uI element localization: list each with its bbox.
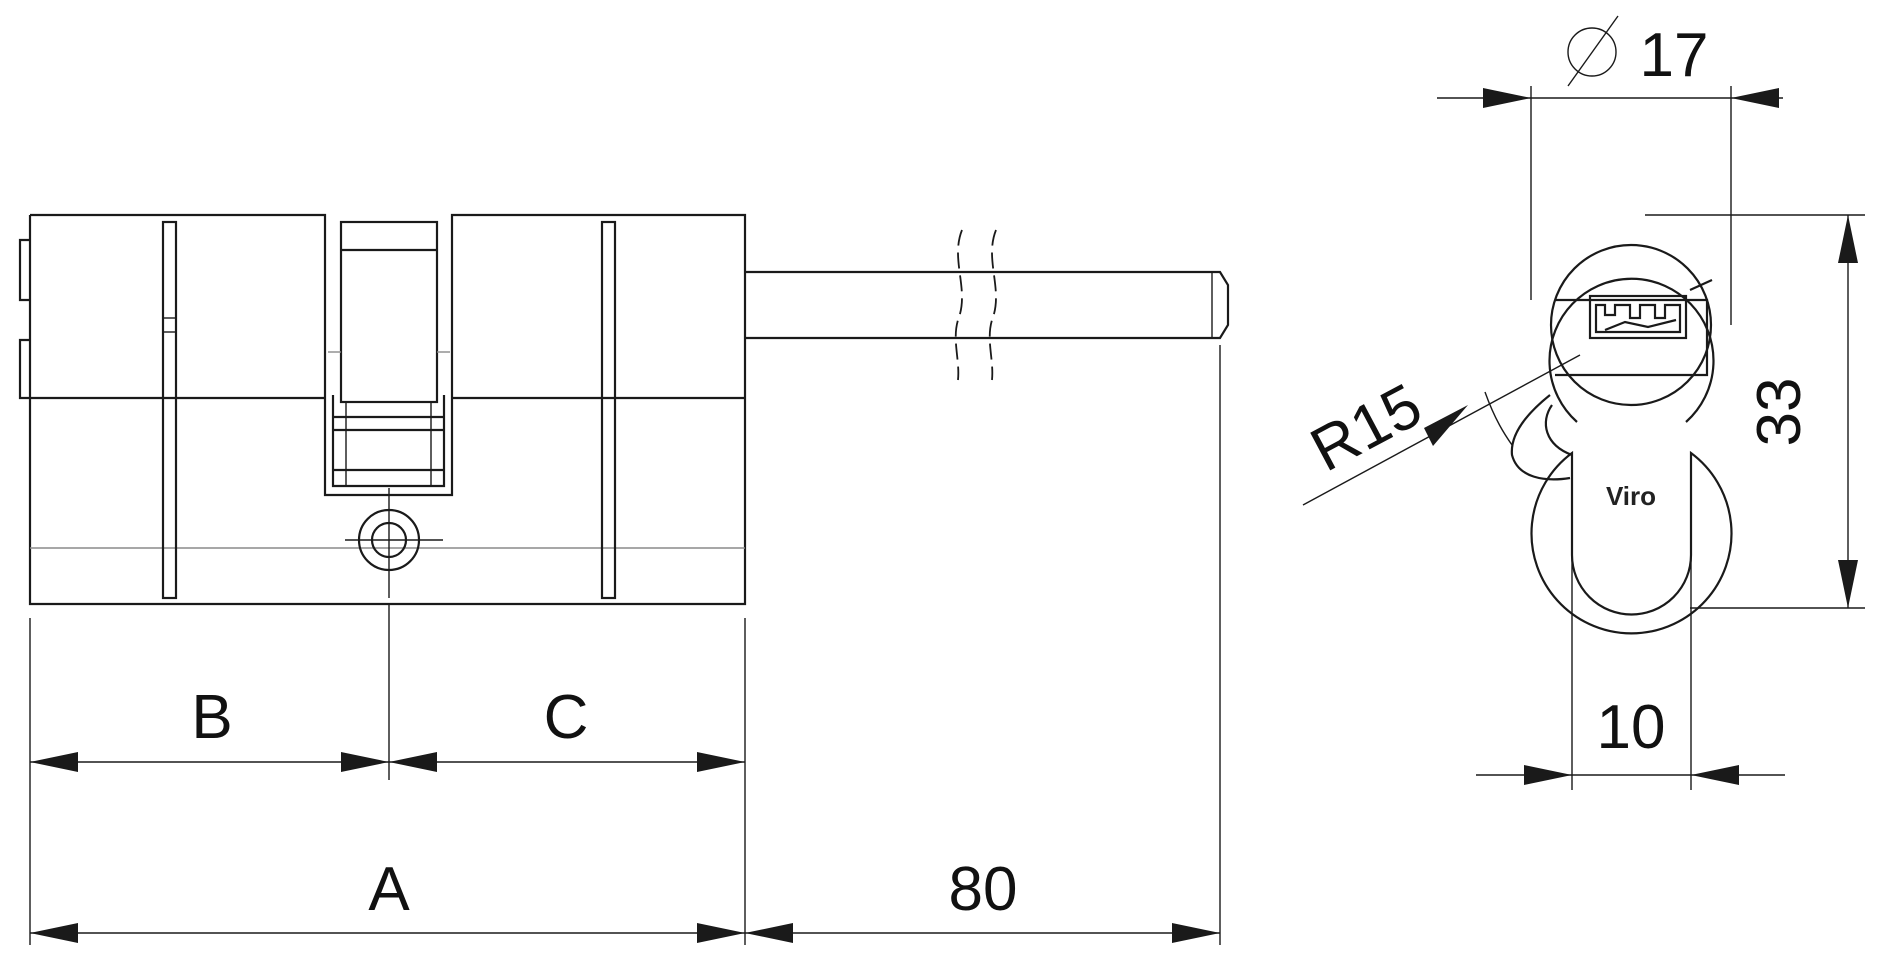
width-value-label: 10: [1597, 693, 1666, 762]
fixing-screw-hole: [345, 488, 443, 598]
diameter-value-label: 17: [1640, 21, 1709, 90]
left-pin-slot: [161, 220, 178, 600]
side-view-dimensions: B C A 80: [29, 345, 1221, 945]
end-view-dimensions: 17 33 10 R15: [1300, 15, 1865, 790]
cam-ear: [1510, 394, 1571, 481]
rod-length-label: 80: [949, 855, 1018, 924]
keyway: [1555, 278, 1713, 377]
diameter-symbol-icon: [1567, 15, 1619, 87]
dimension-c-label: C: [544, 683, 589, 752]
height-value-label: 33: [1745, 378, 1814, 447]
cylinder-end-view: Viro: [1510, 243, 1733, 635]
cylinder-left-notches: [18, 238, 30, 400]
right-pin-slot: [600, 220, 617, 600]
plug-face: [1549, 243, 1713, 407]
central-cam: [323, 220, 454, 497]
cylinder-side-view: [18, 213, 1230, 606]
dimension-b-label: B: [191, 683, 232, 752]
cylinder-body-outline: [28, 213, 747, 606]
brand-logo-text: Viro: [1606, 481, 1656, 511]
cam-rod-extension: [745, 229, 1230, 381]
dimension-a-label: A: [368, 855, 410, 924]
cylinder-profile-outline: [1530, 450, 1733, 635]
radius-value-label: R15: [1300, 371, 1433, 485]
